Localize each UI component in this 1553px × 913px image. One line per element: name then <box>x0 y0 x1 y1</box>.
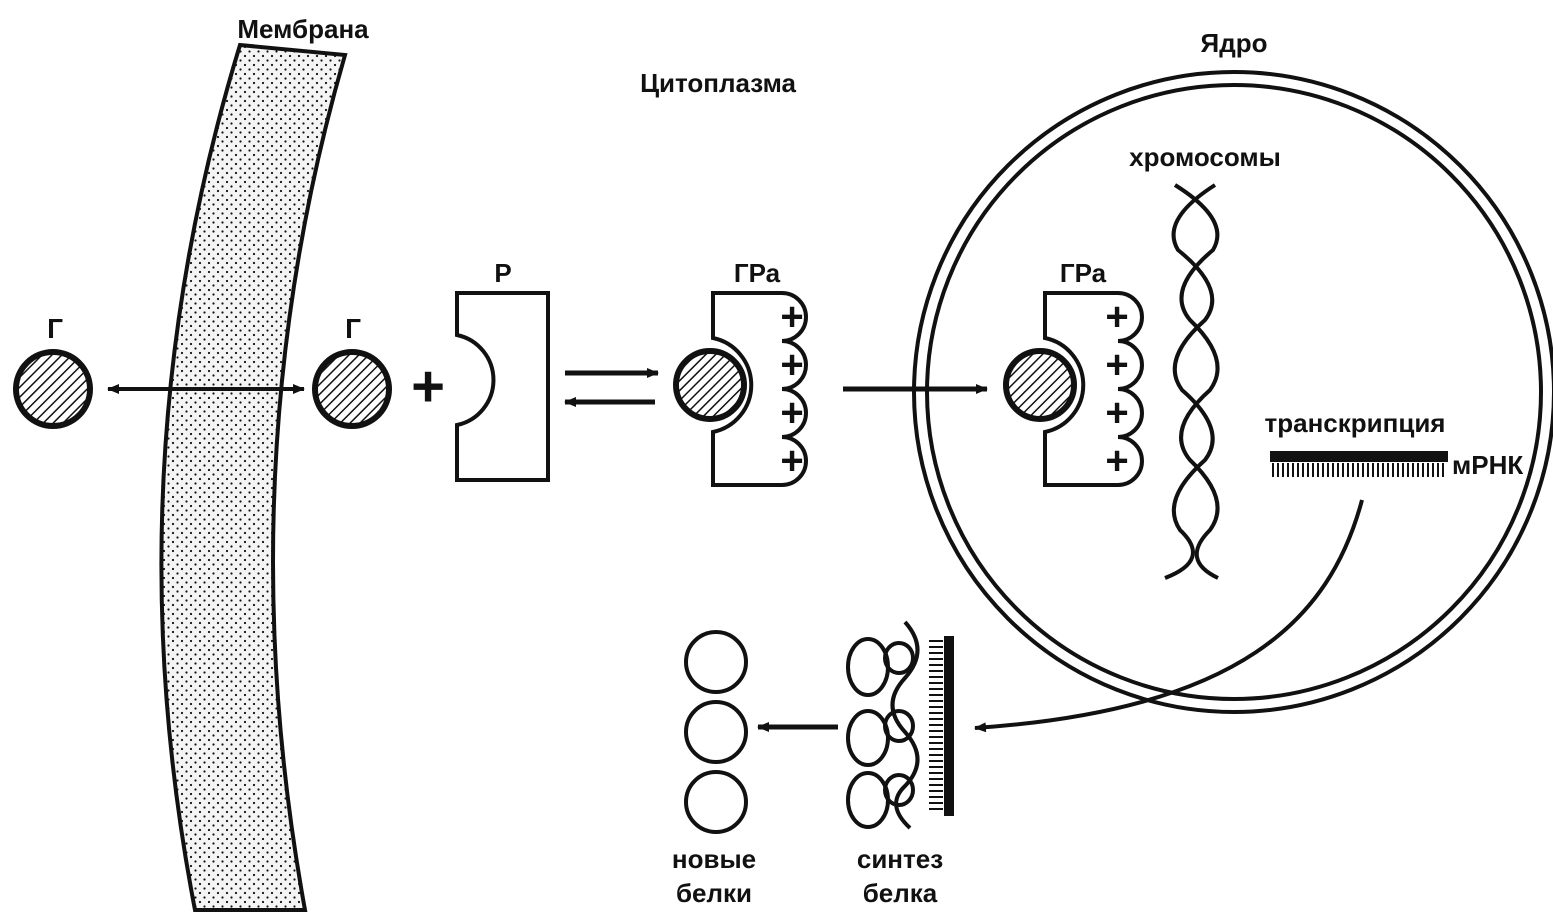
complex-cytoplasm-charge-3: + <box>780 391 803 435</box>
complex-cytoplasm-charge-1: + <box>780 295 803 339</box>
nucleus-label: Ядро <box>1201 28 1268 58</box>
hormone-inside-label: Г <box>345 313 361 344</box>
nucleus-outer-membrane <box>912 70 1553 714</box>
complex-nucleus-charge-3: + <box>1105 391 1128 435</box>
chromosome-strand-b <box>1164 183 1217 580</box>
complex-nucleus-label: ГРа <box>1060 258 1107 288</box>
membrane-band <box>159 42 348 912</box>
complex-nucleus-charge-1: + <box>1105 295 1128 339</box>
complex-nucleus-charge-2: + <box>1105 343 1128 387</box>
chromosomes-label: хромосомы <box>1129 142 1281 172</box>
synthesis-label-line1: синтез <box>857 844 943 874</box>
ribosome-small-2 <box>883 709 915 743</box>
membrane-label: Мембрана <box>237 14 369 44</box>
hormone-outside-circle <box>13 349 93 429</box>
new-proteins-label-line1: новые <box>672 844 756 874</box>
complex-cytoplasm-label: ГРа <box>734 258 781 288</box>
new-protein-2 <box>684 700 748 764</box>
complex-cytoplasm-charge-4: + <box>780 439 803 483</box>
complex-cytoplasm-hormone <box>673 348 747 422</box>
polypeptide-chain <box>890 620 920 830</box>
complex-nucleus-charge-4: + <box>1105 439 1128 483</box>
chromosome-strand-a <box>1173 183 1220 580</box>
transcription-label: транскрипция <box>1265 408 1446 438</box>
receptor-shape <box>455 291 550 482</box>
synthesis-label-line2: белка <box>863 878 938 908</box>
ribosome-large-2 <box>846 709 890 767</box>
mrna-strand <box>1270 451 1448 462</box>
complex-cytoplasm-charge-2: + <box>780 343 803 387</box>
new-protein-3 <box>684 770 748 834</box>
receptor-label: Р <box>494 258 511 288</box>
ribosome-small-3 <box>883 773 915 807</box>
new-proteins-label-line2: белки <box>676 878 752 908</box>
hormone-inside-circle <box>312 349 392 429</box>
ribosome-large-3 <box>846 771 890 829</box>
mrna-export-arrow <box>974 499 1364 733</box>
complex-nucleus-receptor <box>1043 291 1144 487</box>
complex-nucleus-hormone <box>1003 348 1077 422</box>
ribosome-small-1 <box>883 641 915 675</box>
mrna-label: мРНК <box>1452 450 1523 480</box>
ribosome-large-1 <box>846 637 890 697</box>
new-protein-1 <box>684 630 748 694</box>
hormone-outside-label: Г <box>47 313 63 344</box>
nucleus-inner-membrane <box>925 83 1543 701</box>
complex-cytoplasm-receptor <box>711 291 808 487</box>
synthesis-mrna-strand <box>944 636 954 816</box>
cytoplasm-label: Цитоплазма <box>640 68 796 98</box>
plus-sign: + <box>411 354 445 419</box>
